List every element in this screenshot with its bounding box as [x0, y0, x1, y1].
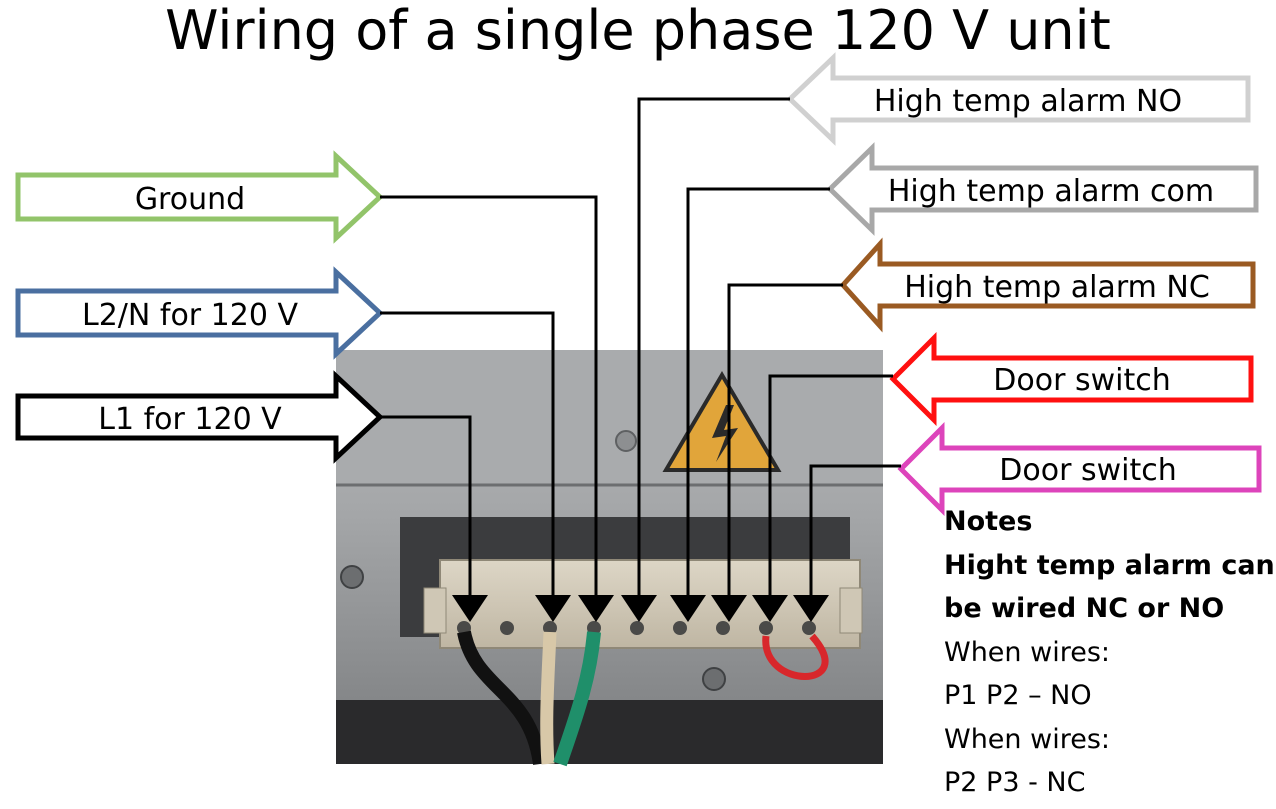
screw-icon: [702, 667, 726, 691]
arrowhead-high-temp-nc: [711, 595, 747, 622]
notes-line: Hight temp alarm can: [944, 549, 1275, 581]
label-door-switch-2: Door switch: [999, 453, 1176, 488]
arrow-high-temp-no: High temp alarm NO: [786, 52, 1251, 146]
line-door-switch-1: [768, 374, 893, 597]
notes-line: be wired NC or NO: [944, 593, 1225, 624]
line-high-temp-com: [686, 187, 830, 597]
arrowhead-ground: [578, 595, 614, 622]
arrowhead-high-temp-com: [670, 595, 706, 622]
label-door-switch-1: Door switch: [993, 363, 1170, 398]
connector-lines: [380, 97, 901, 597]
arrowheads: [452, 595, 829, 622]
line-door-switch-2: [809, 464, 901, 597]
label-high-temp-nc: High temp alarm NC: [904, 270, 1210, 305]
arrow-door-switch-1: Door switch: [889, 331, 1254, 427]
arrowhead-door-switch-2: [793, 595, 829, 622]
line-high-temp-nc: [727, 283, 843, 597]
arrow-l1: L1 for 120 V: [15, 370, 384, 464]
screw-icon: [340, 565, 364, 589]
terminal-photo: [336, 350, 883, 767]
arrowhead-high-temp-no: [621, 595, 657, 622]
notes-heading: Notes: [944, 506, 1033, 537]
line-ground: [380, 195, 598, 597]
label-l1: L1 for 120 V: [98, 402, 282, 437]
arrow-ground: Ground: [15, 150, 384, 244]
line-l2-n: [380, 311, 555, 597]
warning-triangle-icon: [662, 371, 782, 472]
notes-line: P1 P2 – NO: [944, 680, 1092, 711]
label-high-temp-no: High temp alarm NO: [874, 84, 1182, 119]
label-high-temp-com: High temp alarm com: [888, 174, 1214, 209]
line-high-temp-no: [637, 97, 790, 597]
terminal-holes: [457, 621, 816, 635]
notes-panel: Notes Hight temp alarm can be wired NC o…: [944, 500, 1275, 805]
screw-icon: [615, 430, 637, 452]
diagram-title: Wiring of a single phase 120 V unit: [165, 0, 1111, 62]
arrow-high-temp-com: High temp alarm com: [826, 142, 1259, 236]
arrowhead-l2-n: [535, 595, 571, 622]
arrow-high-temp-nc: High temp alarm NC: [839, 237, 1256, 333]
label-l2-n: L2/N for 120 V: [82, 298, 298, 333]
notes-line: P2 P3 - NC: [944, 767, 1086, 798]
arrowhead-l1: [452, 595, 488, 622]
line-l1: [380, 415, 472, 597]
arrow-l2-n: L2/N for 120 V: [15, 266, 384, 360]
notes-line: When wires:: [944, 636, 1110, 668]
arrowhead-door-switch-1: [752, 595, 788, 622]
label-ground: Ground: [135, 182, 245, 217]
arrow-door-switch-2: Door switch: [897, 421, 1262, 517]
notes-line: When wires:: [944, 723, 1110, 755]
